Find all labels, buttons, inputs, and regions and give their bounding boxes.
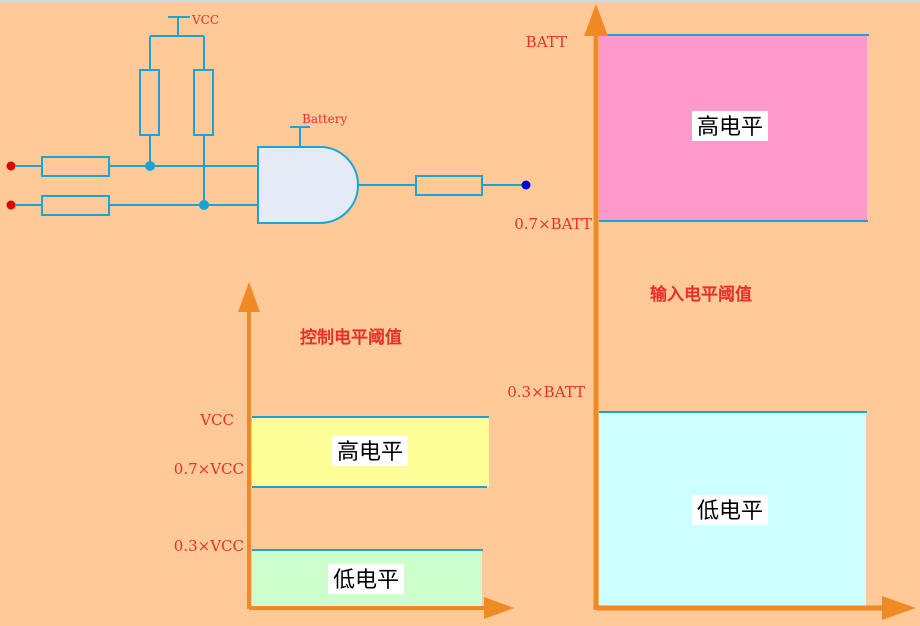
input-pin-1 xyxy=(6,161,16,171)
input-high-threshold-label: 0.7×BATT xyxy=(514,215,592,233)
vcc-supply-label: VCC xyxy=(191,13,219,27)
junction-node-2 xyxy=(199,200,209,210)
input-low-threshold-label: 0.3×BATT xyxy=(507,383,585,401)
output-resistor xyxy=(415,175,483,196)
and-gate xyxy=(257,146,359,224)
control-high-threshold-label: 0.7×VCC xyxy=(174,460,244,478)
input-x-axis-arrow xyxy=(882,596,916,620)
circuit-schematic: VCC Battery xyxy=(6,13,531,224)
control-low-label-bg xyxy=(328,564,404,594)
input-threshold-chart: 输入电平阈值 BATT 0.7×BATT 0.3×BATT 高电平 低电平 xyxy=(507,4,916,620)
vcc-supply-symbol: VCC xyxy=(150,13,219,37)
input-resistor-2 xyxy=(41,195,110,216)
control-x-axis-arrow xyxy=(484,597,514,619)
control-chart-title: 控制电平阈值 xyxy=(300,327,402,348)
input-resistor-1 xyxy=(41,156,110,177)
control-threshold-chart: 控制电平阈值 VCC 0.7×VCC 0.3×VCC 高电平 低电平 xyxy=(174,282,514,619)
pullup-resistor-2 xyxy=(193,69,214,136)
junction-node-1 xyxy=(145,161,155,171)
input-high-zone-label: 高电平 xyxy=(697,115,763,140)
input-batt-label: BATT xyxy=(526,33,567,51)
control-high-zone-label: 高电平 xyxy=(337,440,403,465)
input-pin-2 xyxy=(6,200,16,210)
control-low-threshold-label: 0.3×VCC xyxy=(174,537,244,555)
input-low-label-bg xyxy=(692,495,768,525)
output-pin xyxy=(521,180,531,190)
control-y-axis-arrow xyxy=(238,282,260,312)
control-vcc-label: VCC xyxy=(199,411,234,429)
control-high-label-bg xyxy=(332,436,408,466)
battery-supply-label: Battery xyxy=(302,112,347,126)
control-low-zone-label: 低电平 xyxy=(333,568,399,593)
battery-supply-symbol: Battery xyxy=(290,112,347,147)
input-y-axis-arrow xyxy=(584,4,608,36)
input-low-zone-label: 低电平 xyxy=(697,499,763,524)
input-high-label-bg xyxy=(692,111,768,141)
input-chart-title: 输入电平阈值 xyxy=(650,284,752,305)
pullup-resistor-1 xyxy=(139,69,160,136)
